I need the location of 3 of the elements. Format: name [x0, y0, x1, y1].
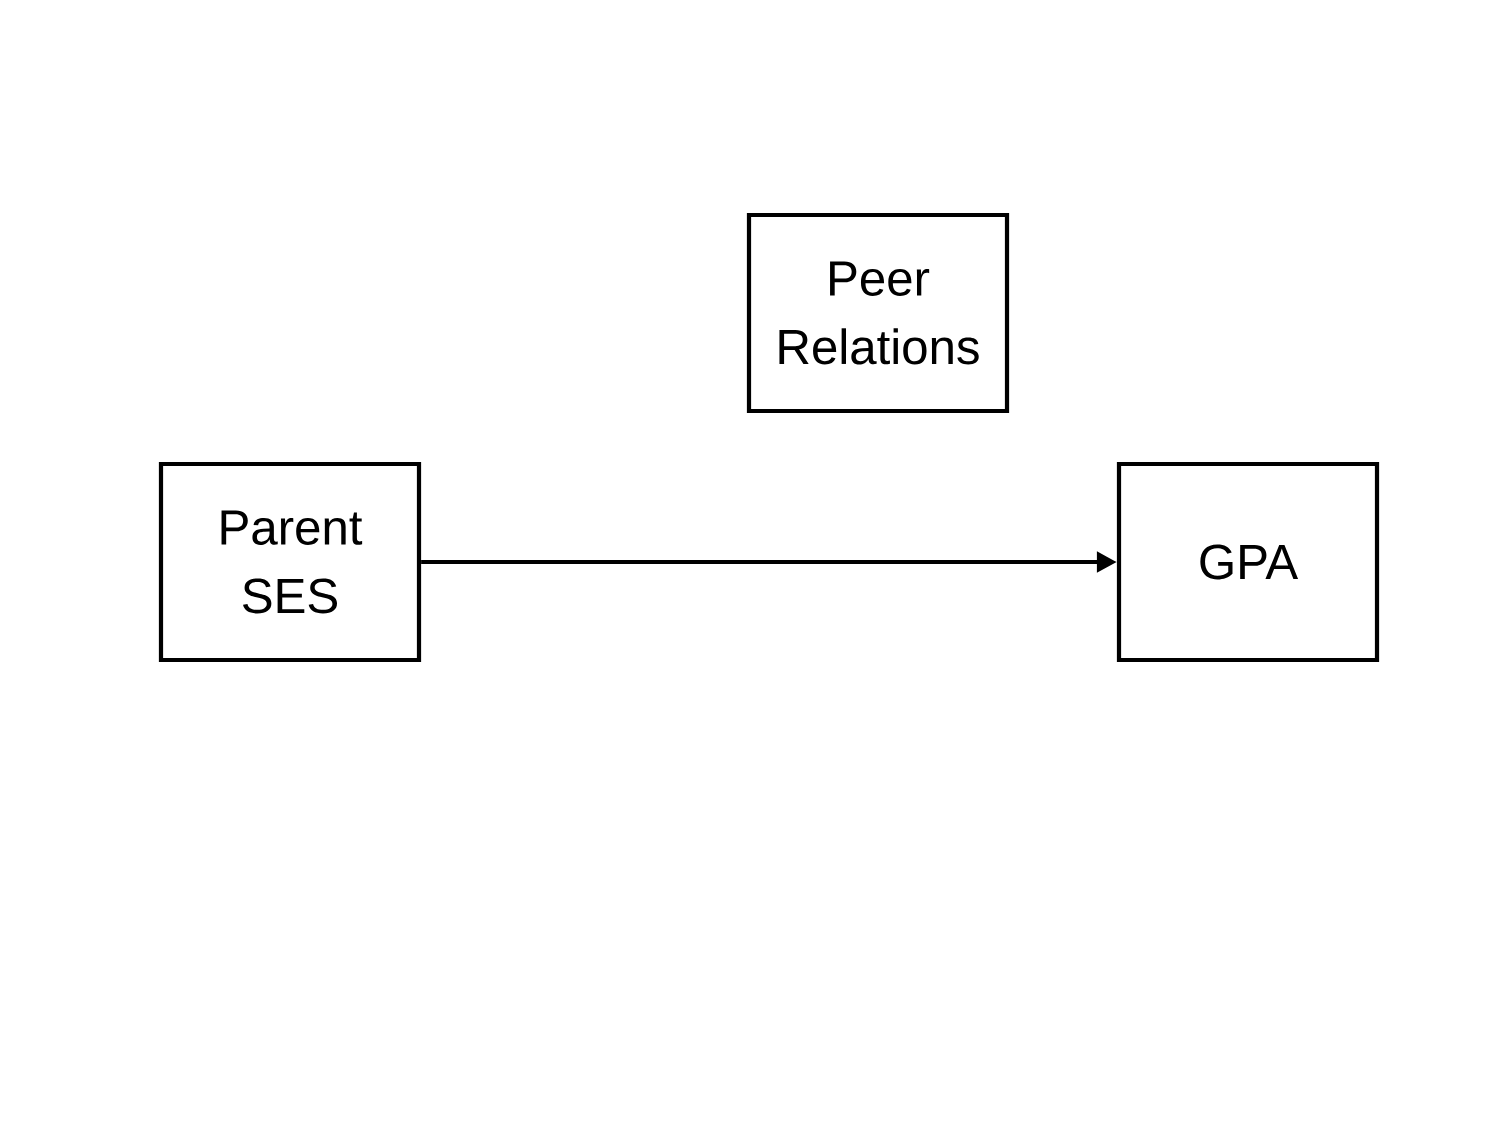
variable-box: Peer Relations — [746, 212, 1010, 414]
variable-box: Parent SES — [158, 461, 422, 663]
variable-box: GPA — [1116, 461, 1380, 663]
